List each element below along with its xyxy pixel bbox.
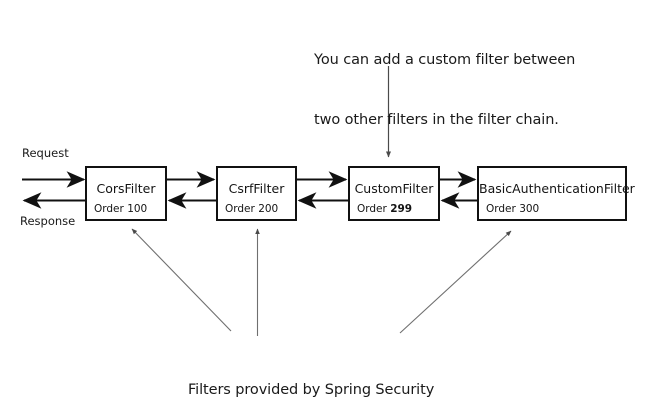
filter-order-corsfilter: Order 100: [94, 203, 147, 215]
order-prefix: Order: [357, 203, 391, 215]
order-value: 299: [390, 203, 413, 215]
leader-bottom-to-corsfilter: [131, 228, 232, 332]
filter-box-corsfilter[interactable]: CorsFilter Order 100: [85, 166, 167, 221]
filter-box-csrffilter[interactable]: CsrfFilter Order 200: [216, 166, 297, 221]
filter-name-basicauthenticationfilter: BasicAuthenticationFilter: [479, 181, 635, 196]
leader-bottom-to-basicauthfilter: [399, 230, 512, 334]
order-prefix: Order: [486, 203, 520, 215]
request-label: Request: [22, 146, 69, 160]
order-prefix: Order: [225, 203, 259, 215]
order-value: 200: [258, 203, 279, 215]
filter-order-csrffilter: Order 200: [225, 203, 278, 215]
filter-order-customfilter: Order 299: [357, 203, 412, 215]
top-annotation: You can add a custom filter between two …: [314, 10, 575, 170]
filter-box-basicauthenticationfilter[interactable]: BasicAuthenticationFilter Order 300: [477, 166, 635, 221]
response-label: Response: [20, 214, 76, 228]
bottom-annotation: Filters provided by Spring Security have…: [188, 340, 434, 406]
order-value: 100: [127, 203, 148, 215]
top-annotation-line-1: You can add a custom filter between: [314, 52, 576, 68]
order-value: 300: [519, 203, 540, 215]
bottom-annotation-line-1: Filters provided by Spring Security: [188, 382, 435, 398]
filter-order-basicauthenticationfilter: Order 300: [486, 203, 539, 215]
top-annotation-line-2: two other filters in the filter chain.: [314, 112, 559, 128]
filter-name-csrffilter: CsrfFilter: [228, 181, 285, 196]
filter-box-customfilter[interactable]: CustomFilter Order 299: [348, 166, 440, 221]
filter-name-customfilter: CustomFilter: [354, 181, 434, 196]
order-prefix: Order: [94, 203, 128, 215]
filter-name-corsfilter: CorsFilter: [96, 181, 156, 196]
